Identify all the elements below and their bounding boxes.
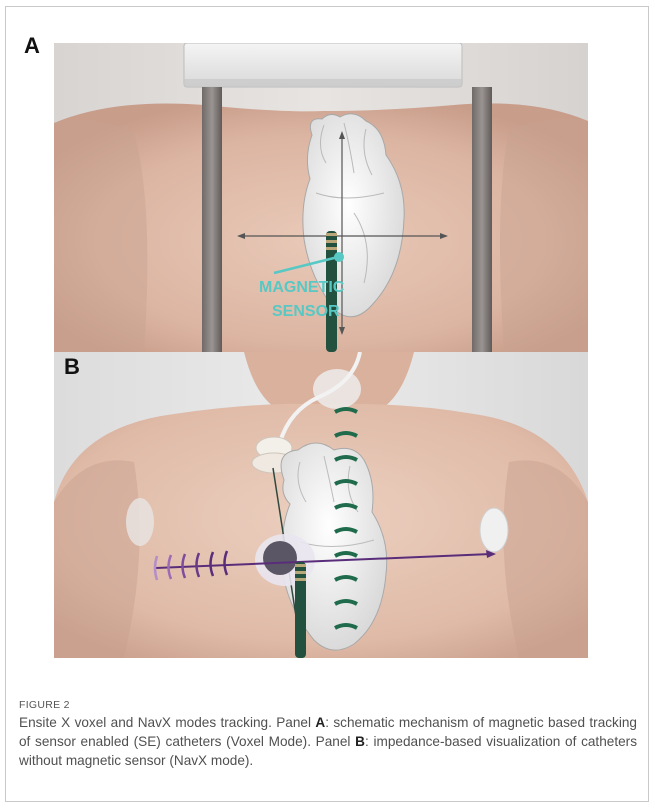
figure-number: FIGURE 2 bbox=[19, 699, 70, 711]
panel-a-svg: MAGNETIC SENSOR bbox=[54, 43, 588, 352]
sensor-label-line2: SENSOR bbox=[272, 303, 340, 320]
caption-panel-b-ref: B bbox=[355, 734, 365, 749]
panel-b-illustration bbox=[54, 352, 588, 658]
caption-sentence-1: Ensite X voxel and NavX modes tracking. … bbox=[19, 715, 315, 730]
panel-a-label: A bbox=[24, 33, 40, 59]
figure-caption: Ensite X voxel and NavX modes tracking. … bbox=[19, 714, 637, 770]
panel-b-svg bbox=[54, 352, 588, 658]
panel-a-illustration: MAGNETIC SENSOR bbox=[54, 43, 588, 352]
panel-b-label: B bbox=[64, 354, 80, 380]
caption-panel-a-ref: A bbox=[315, 715, 325, 730]
sensor-label-line1: MAGNETIC bbox=[259, 279, 345, 296]
